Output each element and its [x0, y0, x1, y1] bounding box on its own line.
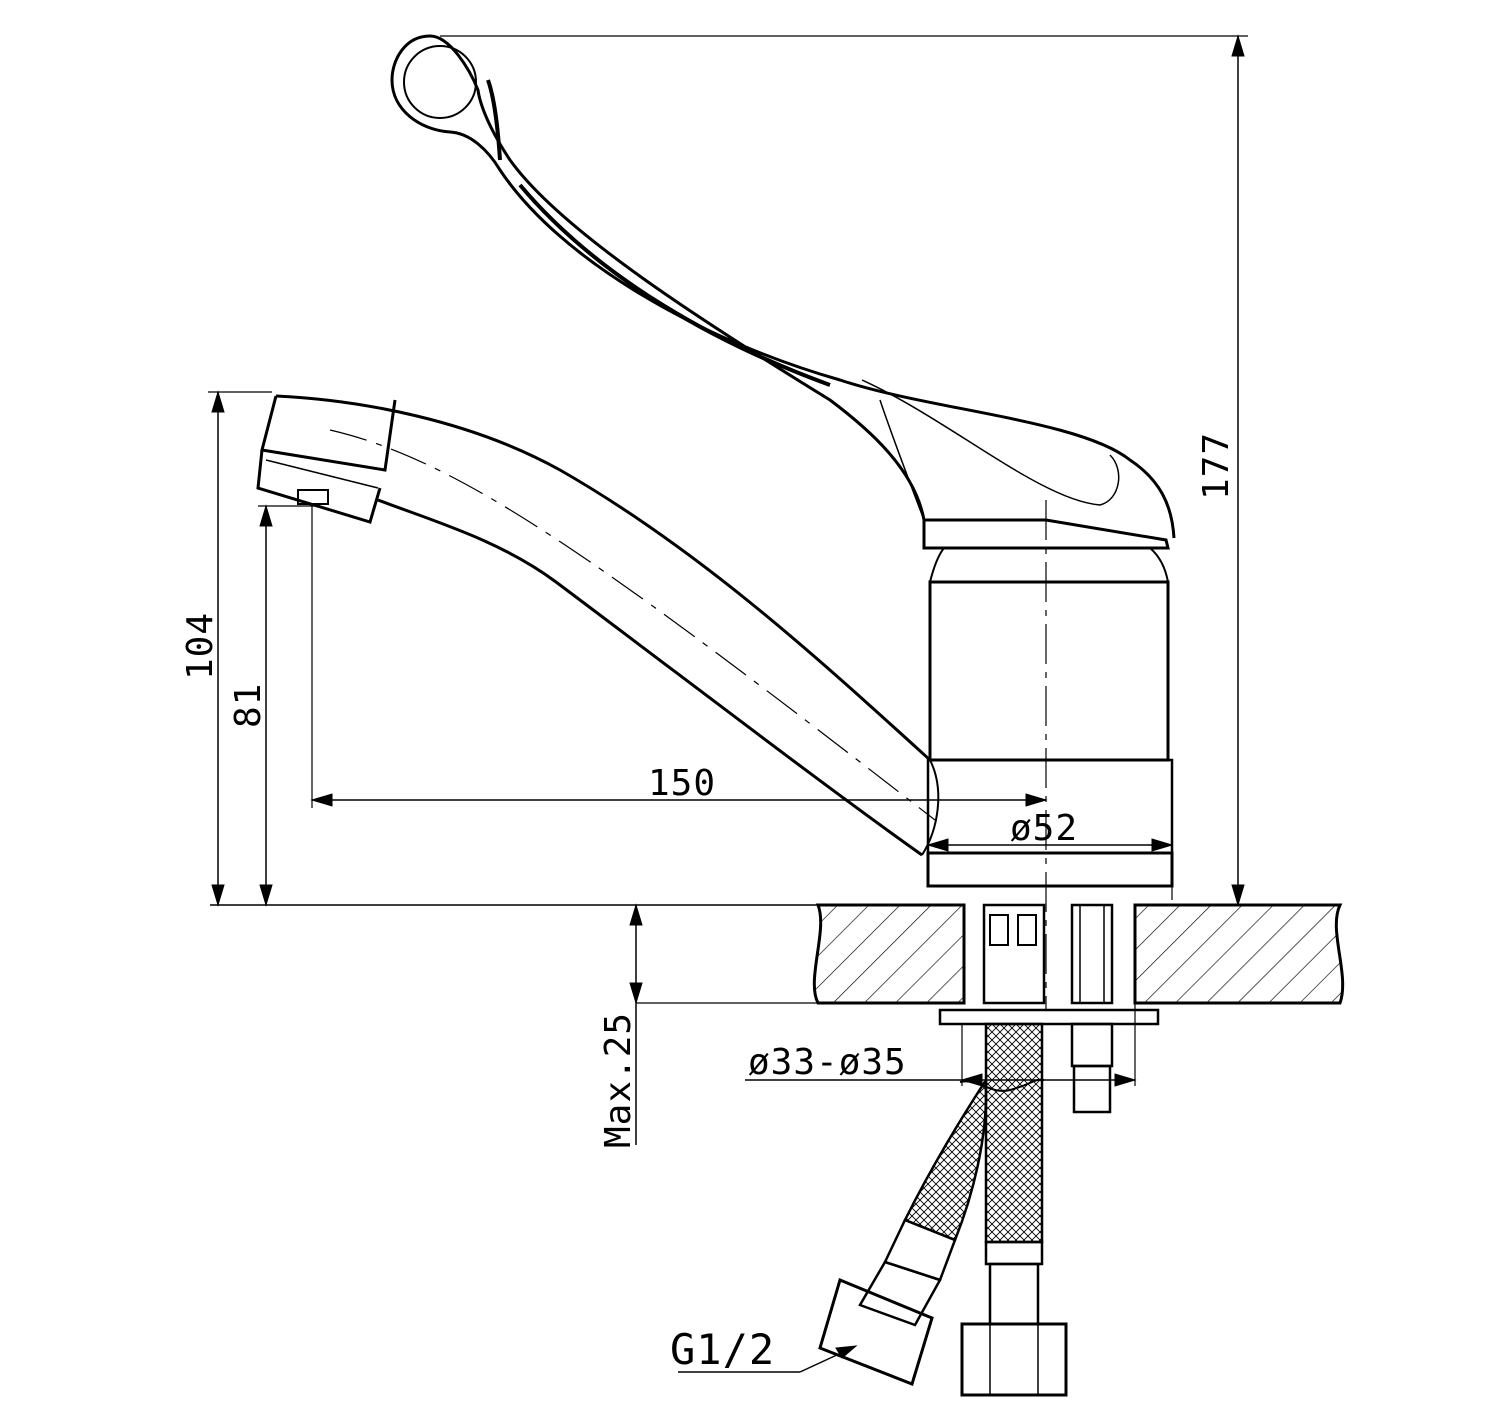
countertop-section: [812, 903, 1345, 1114]
outlet-height-label: 81: [228, 683, 269, 728]
max-thickness-label: Max.25: [598, 1012, 639, 1148]
faucet-body: [922, 518, 1174, 888]
hole-diameter-label: ø33-ø35: [748, 1042, 907, 1083]
dimension-lines: [208, 34, 1248, 1373]
supply-hoses: [818, 1022, 1068, 1397]
lever-handle: [390, 34, 1176, 539]
spout: [256, 394, 940, 857]
overall-height-label: 177: [1196, 432, 1237, 500]
connection-thread-label: G1/2: [670, 1325, 775, 1374]
spout-reach-label: 150: [648, 763, 716, 804]
body-diameter-label: ø52: [1010, 808, 1078, 849]
spout-height-label: 104: [180, 612, 221, 680]
